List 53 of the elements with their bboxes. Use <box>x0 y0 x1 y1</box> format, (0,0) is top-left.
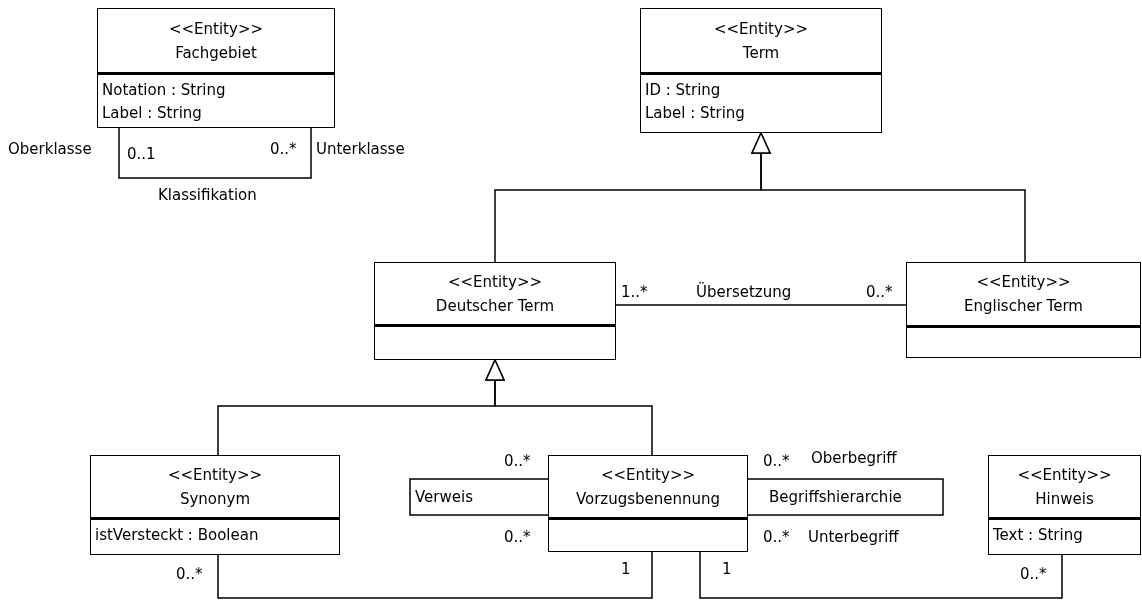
multiplicity-label: 0..* <box>176 565 203 583</box>
class-box <box>640 8 882 133</box>
class-name: Hinweis <box>1035 489 1094 508</box>
generalization-arrow <box>751 132 1026 263</box>
multiplicity-label: 0..* <box>504 528 531 546</box>
generalization-arrow <box>485 359 653 456</box>
attribute-label: Text : String <box>993 525 1084 546</box>
multiplicity-label: Unterbegriff <box>808 528 899 546</box>
class-box <box>374 262 616 360</box>
class-box <box>988 455 1141 555</box>
attribute-label: ID : String <box>645 80 722 101</box>
multiplicity-label: 0..* <box>270 140 297 158</box>
stereotype-label: <<Entity>> <box>168 19 264 38</box>
multiplicity-label: Oberklasse <box>8 140 92 158</box>
multiplicity-label: Oberbegriff <box>811 449 897 467</box>
multiplicity-label: 1..* <box>621 283 648 301</box>
stereotype-label: <<Entity>> <box>167 465 263 484</box>
class-name: Term <box>742 43 780 62</box>
multiplicity-label: 1 <box>722 560 732 578</box>
multiplicity-label: 0..1 <box>127 145 156 163</box>
association-line <box>699 551 1063 599</box>
attribute-label: Notation : String <box>102 80 227 101</box>
multiplicity-label: Unterklasse <box>316 140 405 158</box>
class-name: Fachgebiet <box>175 43 257 62</box>
stereotype-label: <<Entity>> <box>713 19 809 38</box>
multiplicity-label: 0..* <box>866 283 893 301</box>
stereotype-label: <<Entity>> <box>600 465 696 484</box>
class-box <box>97 8 335 128</box>
association-line <box>118 127 312 179</box>
class-box <box>90 455 340 555</box>
attribute-label: Label : String <box>102 103 203 124</box>
class-name: Englischer Term <box>964 297 1083 315</box>
stereotype-label: <<Entity>> <box>447 272 543 291</box>
multiplicity-label: 1 <box>621 560 631 578</box>
association-line <box>217 551 653 599</box>
edge-label: Übersetzung <box>695 283 793 301</box>
multiplicity-label: 0..* <box>1020 565 1047 583</box>
class-name: Vorzugsbenennung <box>575 489 721 508</box>
stereotype-label: <<Entity>> <box>976 273 1071 291</box>
association-line <box>615 304 907 306</box>
multiplicity-label: 0..* <box>763 452 790 470</box>
class-box <box>548 455 748 552</box>
edge-label: Begriffshierarchie <box>768 488 903 506</box>
stereotype-label: <<Entity>> <box>1017 465 1112 484</box>
attribute-label: istVersteckt : Boolean <box>95 525 260 546</box>
association-line <box>409 478 549 516</box>
class-box <box>906 262 1141 358</box>
multiplicity-label: 0..* <box>763 528 790 546</box>
class-name: Deutscher Term <box>435 296 555 315</box>
attribute-label: Label : String <box>645 103 746 124</box>
class-name: Synonym <box>179 489 251 508</box>
multiplicity-label: 0..* <box>504 452 531 470</box>
association-line <box>747 478 944 516</box>
